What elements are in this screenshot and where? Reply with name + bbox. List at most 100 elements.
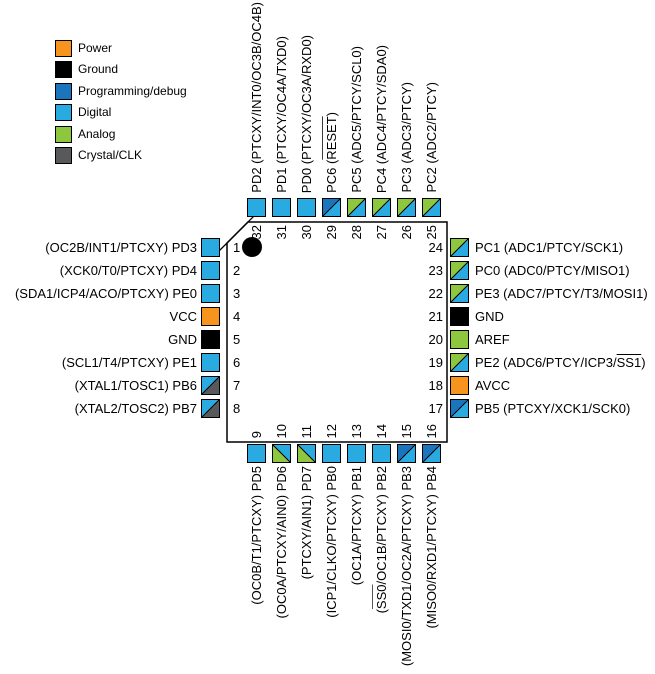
legend-label: Programming/debug — [78, 84, 187, 98]
label-text: PC6 ( — [323, 159, 339, 193]
label-text: GND — [168, 332, 197, 347]
pin-number: 2 — [233, 263, 241, 278]
pin-label: (OC0A/PTCXY/AIN0) PD6 — [273, 466, 289, 619]
pin-label: (OC1A/PTCXY) PB1 — [348, 466, 364, 586]
pin-number: 26 — [398, 225, 414, 240]
legend-label: Digital — [78, 105, 112, 119]
pin-square — [397, 198, 416, 217]
label-text: PC4 (ADC4/PTCY/SDA0) — [373, 44, 389, 193]
pin-square — [272, 444, 291, 463]
pin-label: (OC2B/INT1/PTCXY) PD3 — [45, 238, 197, 257]
pin-square — [450, 284, 469, 303]
pin-number: 31 — [273, 225, 289, 240]
pin-label: (SS0/OC1B/PTCXY) PB2 — [373, 466, 389, 614]
label-text: (XCK0/T0/PTCXY) PD4 — [59, 263, 197, 278]
legend-swatch-programming — [55, 83, 72, 100]
pin-square — [397, 444, 416, 463]
label-text: (OC2B/INT1/PTCXY) PD3 — [45, 240, 197, 255]
pin-square — [347, 198, 366, 217]
label-text: PE3 (ADC7/PTCY/T3/MOSI1) — [475, 286, 648, 301]
pin-label: GND — [168, 330, 197, 349]
label-text: PC5 (ADC5/PTCY/SCL0) — [348, 46, 364, 193]
pin-square — [450, 353, 469, 372]
legend-label: Analog — [78, 127, 116, 141]
label-text: PC1 (ADC1/PTCY/SCK1) — [475, 240, 624, 255]
pin-number: 8 — [233, 401, 241, 416]
pin-square — [372, 198, 391, 217]
pin-square — [297, 198, 316, 217]
pin-number: 3 — [233, 286, 241, 301]
label-text: (ICP1/CLKO/PTCXY) PB0 — [323, 466, 339, 618]
legend-swatch-digital — [55, 104, 72, 121]
pin-number: 21 — [428, 309, 443, 324]
pin-number: 4 — [233, 309, 241, 324]
pin-square — [450, 399, 469, 418]
label-text: (XTAL2/TOSC2) PB7 — [74, 401, 197, 416]
pin-square — [422, 198, 441, 217]
label-text: PC3 (ADC3/PTCY) — [398, 82, 414, 193]
pin-number: 19 — [428, 355, 443, 370]
pin-label: PC6 (RESET) — [323, 112, 339, 193]
pin-label: (XTAL2/TOSC2) PB7 — [75, 399, 197, 418]
pin-number: 5 — [233, 332, 241, 347]
pin-square — [422, 444, 441, 463]
pin-number: 6 — [233, 355, 241, 370]
label-text: ( — [373, 609, 389, 614]
pin-square — [201, 307, 220, 326]
label-text: PD2 (PTCXY/INT0/OC3B/OC4B) — [248, 2, 264, 193]
pin-square — [201, 376, 220, 395]
pin-square — [201, 330, 220, 349]
pin-number: 22 — [428, 286, 443, 301]
pin-number: 9 — [248, 430, 264, 438]
pin-label: AREF — [475, 330, 510, 349]
pin-square — [322, 198, 341, 217]
pin-label: (OC0B/T1/PTCXY) PD5 — [249, 466, 264, 605]
label-text: PE2 (ADC6/PTCY/ICP3/ — [475, 355, 617, 370]
pin-label: PD2 (PTCXY/INT0/OC3B/OC4B) — [248, 2, 264, 193]
pin-square — [247, 198, 266, 217]
pin-number: 11 — [298, 424, 314, 439]
legend-swatch-power — [55, 40, 72, 57]
label-text: (MISO0/RXD1/PTCXY) PB4 — [423, 466, 439, 629]
pin-square — [450, 307, 469, 326]
label-text: (SDA1/ICP4/ACO/PTCXY) PE0 — [14, 286, 197, 301]
label-text: VCC — [169, 309, 197, 324]
label-text: PD0 (PTCXY/OC3A/RXD0) — [298, 34, 314, 193]
pin-number: 29 — [323, 225, 339, 240]
label-text: (OC0A/PTCXY/AIN0) PD6 — [273, 466, 289, 619]
label-text: PB5 (PTCXY/XCK1/SCK0) — [475, 401, 631, 416]
pin-square — [272, 198, 291, 217]
pin-square — [247, 444, 266, 463]
pin-label: PC0 (ADC0/PTCY/MISO1) — [475, 261, 630, 280]
legend-label: Power — [78, 41, 113, 55]
pin-label: VCC — [170, 307, 197, 326]
pin-number: 28 — [348, 225, 364, 240]
pin-square — [201, 399, 220, 418]
pin-label: PE3 (ADC7/PTCY/T3/MOSI1) — [475, 284, 648, 303]
pin-number: 1 — [233, 240, 241, 255]
pin-label: PB5 (PTCXY/XCK1/SCK0) — [475, 399, 630, 418]
pin-square — [322, 444, 341, 463]
pin-label: (ICP1/CLKO/PTCXY) PB0 — [323, 466, 339, 618]
pin-number: 16 — [423, 423, 439, 438]
pin-square — [450, 376, 469, 395]
pin-number: 17 — [428, 401, 443, 416]
label-text: (OC1A/PTCXY) PB1 — [348, 466, 364, 586]
pin-label: PC2 (ADC2/PTCY) — [424, 82, 439, 193]
label-text: (MOSI0/TXD1/OC2A/PTCXY) PB3 — [398, 466, 414, 667]
pin-number: 27 — [373, 225, 389, 240]
pin-number: 24 — [428, 240, 443, 255]
pin-label: (SDA1/ICP4/ACO/PTCXY) PE0 — [15, 284, 197, 303]
pin-number: 23 — [428, 263, 443, 278]
pin-square — [201, 284, 220, 303]
pin-square — [450, 330, 469, 349]
pin-number: 14 — [373, 423, 389, 438]
pin-label: PD1 (PTCXY/OC4A/TXD0) — [274, 36, 289, 193]
chip-outline — [226, 221, 448, 443]
pin-number: 18 — [428, 378, 443, 393]
overlined-text: SS0 — [373, 584, 389, 610]
pin-label: AVCC — [475, 376, 510, 395]
pin-label: (XTAL1/TOSC1) PB6 — [75, 376, 197, 395]
pin-label: PC3 (ADC3/PTCY) — [398, 82, 414, 193]
